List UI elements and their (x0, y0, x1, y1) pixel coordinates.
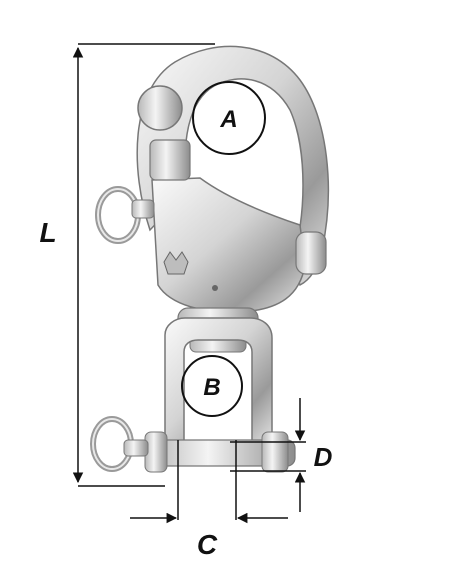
dimension-d: D (230, 398, 333, 512)
dimension-l: L (39, 43, 215, 487)
swivel-icon (144, 307, 296, 473)
clevis-pin-icon (90, 416, 149, 472)
label-c: C (197, 529, 218, 560)
label-a: A (219, 106, 237, 133)
label-l: L (39, 217, 56, 248)
snap-shackle-icon (136, 45, 329, 314)
dimension-b: B (181, 355, 243, 417)
label-d: D (314, 442, 333, 472)
label-b: B (203, 374, 220, 401)
dimension-c: C (130, 440, 288, 560)
ring-icon (95, 186, 155, 244)
dimension-a: A (192, 81, 266, 155)
